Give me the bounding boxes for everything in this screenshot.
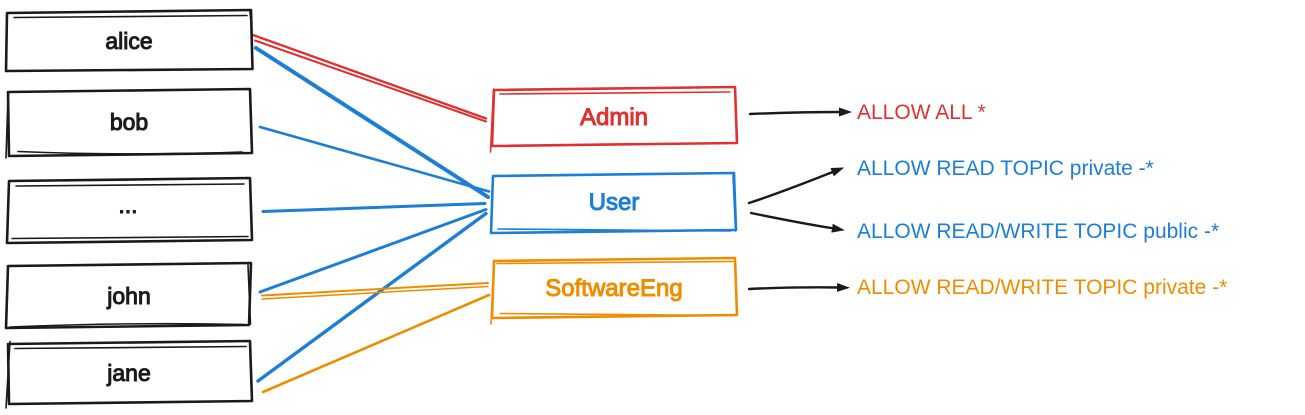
assignment-edges — [251, 33, 491, 394]
edge-jane-softwareeng — [261, 293, 491, 394]
user-box-bob-sketch2 — [17, 150, 243, 155]
user-label-jane: jane — [106, 360, 150, 386]
user-label-john: john — [106, 283, 150, 309]
permission-label-allow-all: ALLOW ALL * — [857, 101, 986, 124]
role-box-softwareeng-sketch — [496, 260, 734, 265]
permission-arrows — [747, 107, 852, 292]
role-box-admin-rect — [490, 85, 739, 148]
arrow-admin-permission — [748, 107, 852, 117]
role-box-softwareeng: SoftwareEng — [490, 256, 739, 325]
arrow-user-permission-2 — [749, 211, 845, 233]
user-box-bob-rect — [6, 87, 254, 158]
user-box-jane-sketch2 — [14, 345, 247, 350]
edge-jane-user — [256, 211, 488, 383]
edge-john-user — [258, 208, 488, 294]
edge-john-softwareeng — [261, 282, 489, 297]
user-box-dots: ... — [5, 176, 254, 245]
role-box-softwareeng-sketch3 — [499, 312, 732, 317]
permission-label-read-private: ALLOW READ TOPIC private -* — [857, 157, 1154, 180]
user-label-bob: bob — [110, 109, 148, 135]
edge-alice-user — [254, 46, 490, 199]
permission-label-readwrite-public: ALLOW READ/WRITE TOPIC public -* — [857, 220, 1219, 243]
role-box-user-sketch — [732, 174, 737, 232]
user-box-john-rect — [4, 261, 253, 330]
user-box-john-sketch — [247, 264, 252, 325]
user-box-alice-sketch — [13, 14, 248, 19]
user-box-jane-rect — [6, 339, 254, 406]
role-box-admin: Admin — [489, 85, 739, 153]
user-box-bob-sketch — [5, 95, 9, 159]
edge-alice-admin-sketch — [254, 39, 487, 123]
role-label-user: User — [589, 189, 640, 216]
user-box-jane-sketch — [5, 340, 11, 409]
permission-labels: ALLOW ALL * ALLOW READ TOPIC private -* … — [857, 101, 1227, 299]
user-box-dots-rect — [5, 176, 254, 245]
user-box-john: john — [4, 261, 253, 330]
role-box-admin-sketch — [499, 91, 731, 95]
arrow-user-permission-1 — [747, 167, 845, 205]
role-box-user-sketch2 — [497, 228, 731, 232]
permission-label-readwrite-private: ALLOW READ/WRITE TOPIC private -* — [857, 276, 1227, 299]
user-box-dots-sketch2 — [11, 235, 249, 240]
user-box-alice-rect — [4, 8, 254, 73]
user-box-alice-sketch2 — [249, 11, 253, 33]
user-label-alice: alice — [105, 28, 152, 54]
arrow-softwareeng-permission — [747, 282, 850, 292]
edge-john-softwareeng-sketch — [261, 285, 489, 300]
role-box-user: User — [489, 171, 738, 235]
user-box-dots-sketch — [15, 183, 245, 187]
role-box-admin-sketch2 — [489, 88, 495, 153]
user-box-alice: alice — [4, 8, 254, 73]
user-box-bob: bob — [5, 87, 254, 159]
user-box-john-sketch2 — [9, 322, 245, 328]
user-label-dots: ... — [118, 192, 137, 218]
role-box-softwareeng-sketch2 — [490, 259, 495, 325]
edge-bob-user — [258, 125, 491, 193]
role-label-softwareeng: SoftwareEng — [545, 275, 682, 302]
role-label-admin: Admin — [580, 104, 648, 131]
edge-dots-user — [261, 202, 487, 213]
edge-alice-admin — [251, 33, 488, 120]
user-box-jane: jane — [5, 339, 254, 409]
